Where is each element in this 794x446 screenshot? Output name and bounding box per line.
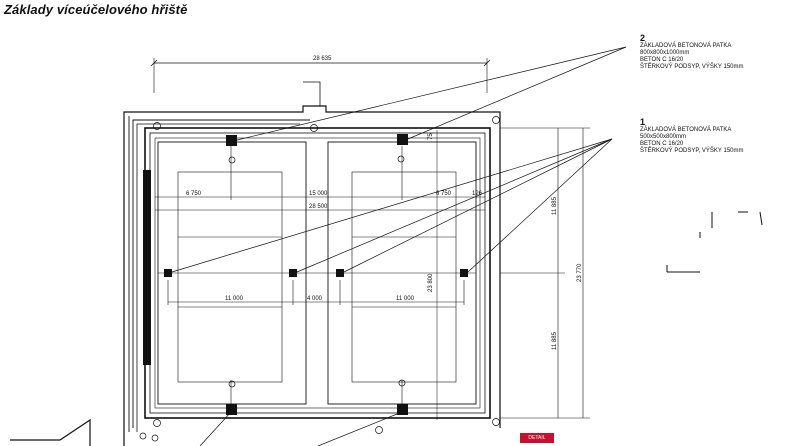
drain-points [139, 116, 500, 442]
stamp-label: DETAIL [520, 433, 554, 443]
dim-post-span-left: 11 000 [225, 296, 244, 302]
dim-vertical-overall: 23 770 [577, 263, 583, 282]
partial-edge-marks [666, 211, 763, 273]
callout-1-line-2: 500x500x800mm [640, 134, 687, 140]
left-wall-strip [143, 170, 151, 365]
site-outline [10, 81, 501, 446]
footing-type2-bottom-right [397, 404, 408, 415]
dim-right-edge: 126 [472, 191, 483, 197]
callout-2-line-1: ZÁKLADOVÁ BETONOVÁ PATKA [640, 43, 732, 49]
dim-left-half: 6 750 [186, 191, 202, 197]
page-title: Základy víceúčelového hřiště [4, 2, 188, 17]
dim-post-span-right: 11 000 [396, 296, 415, 302]
dim-overall-top: 28 635 [313, 56, 332, 62]
dim-gap: 4 000 [307, 296, 323, 302]
callout-1-line-3: BETON C 16/20 [640, 141, 684, 147]
footing-type1-a [164, 269, 172, 277]
dim-right-half: 6 750 [436, 191, 452, 197]
leader-lines-callout-2 [236, 46, 627, 141]
top-dimension: 28 635 [150, 56, 491, 93]
footing-type1-b [289, 269, 297, 277]
footing-type1-d [460, 269, 468, 277]
footing-type1-c [336, 269, 344, 277]
dim-vertical-inner: 23 800 [428, 273, 434, 292]
callout-2: 2 ZÁKLADOVÁ BETONOVÁ PATKA 800x800x1000m… [640, 34, 744, 71]
footing-type2-top-right [397, 134, 408, 145]
dim-center: 15 000 [309, 191, 328, 197]
leader-lines-bottom [199, 411, 403, 446]
callout-2-line-3: BETON C 16/20 [640, 57, 684, 63]
leader-lines-callout-1 [171, 138, 613, 273]
interior-dimensions: 6 750 15 000 6 750 28 500 126 11 000 4 0… [155, 130, 485, 420]
dim-vertical-upper: 11 885 [552, 196, 558, 215]
callout-1-line-1: ZÁKLADOVÁ BETONOVÁ PATKA [640, 127, 732, 133]
dim-vertical-lower: 11 885 [552, 331, 558, 350]
callout-1: 1 ZÁKLADOVÁ BETONOVÁ PATKA 500x500x800mm… [640, 118, 744, 155]
callout-2-line-4: ŠTĚRKOVÝ PODSYP, VÝŠKY 150mm [640, 64, 744, 70]
right-vertical-dimensions: 11 885 23 770 11 885 [500, 127, 590, 419]
callout-1-number: 1 [640, 117, 646, 127]
footings [164, 134, 468, 415]
callout-1-line-4: ŠTĚRKOVÝ PODSYP, VÝŠKY 150mm [640, 148, 744, 154]
callout-2-number: 2 [640, 33, 646, 43]
footing-type2-top-left [226, 135, 237, 146]
post-axes [158, 146, 476, 404]
callout-2-line-2: 800x800x1000mm [640, 50, 690, 56]
footing-type2-bottom-left [226, 404, 237, 415]
dim-vertical-mark: 75 [428, 133, 434, 140]
dim-inner-width: 28 500 [309, 204, 328, 210]
